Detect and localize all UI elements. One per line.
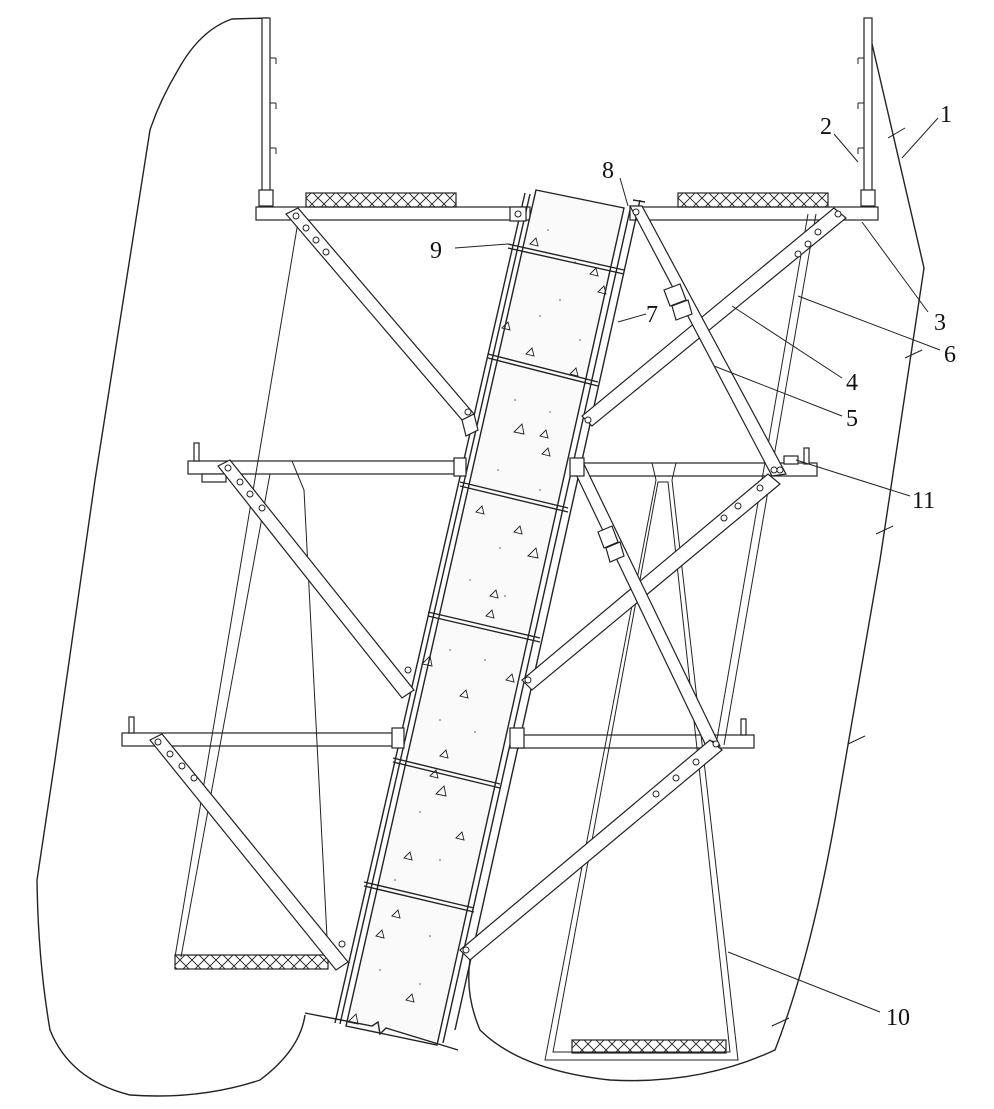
bottom-left-plank: [174, 954, 329, 970]
label-2: 2: [820, 114, 832, 140]
label-11: 11: [912, 488, 935, 514]
label-5: 5: [846, 406, 858, 432]
middle-left-bracket: [201, 473, 227, 483]
aggregate-marks: [347, 237, 607, 1025]
right-guardrail-post: [857, 17, 876, 209]
break-line: [304, 1012, 459, 1051]
top-left-plank: [305, 192, 457, 208]
brace-lower-right: [459, 739, 723, 961]
column-bolt-pads: [391, 206, 585, 749]
inclined-concrete-column: [304, 189, 646, 1051]
label-10: 10: [886, 1005, 910, 1031]
brace-middle-cross: [571, 459, 721, 751]
right-rock-outline: [468, 17, 925, 1082]
brace-5: [629, 205, 787, 477]
brace-top-right: [581, 207, 847, 427]
label-1: 1: [940, 102, 952, 128]
label-4: 4: [846, 370, 858, 396]
brace-middle-right: [521, 466, 781, 691]
middle-right-block: [783, 455, 799, 465]
leader-lines: [454, 117, 941, 1013]
brace-middle-left: [217, 459, 415, 699]
left-guardrail-post: [258, 17, 277, 209]
top-right-plank: [677, 192, 829, 208]
rock-line-ticks: [771, 127, 923, 1027]
label-7: 7: [646, 302, 658, 328]
brace-top-left: [285, 207, 479, 437]
lower-right-stub: [740, 718, 747, 736]
label-3: 3: [934, 310, 946, 336]
bottom-right-plank: [571, 1039, 727, 1054]
label-9: 9: [430, 238, 442, 264]
middle-left-stub: [193, 442, 200, 462]
sand-dots: [379, 229, 581, 985]
brace-lower-left: [149, 733, 349, 971]
label-6: 6: [944, 342, 956, 368]
left-hanging-frame: [174, 221, 329, 970]
middle-right-stub: [803, 447, 810, 465]
tie-rods: [363, 243, 625, 913]
label-8: 8: [602, 158, 614, 184]
left-rock-outline: [36, 17, 306, 1097]
lower-left-stub: [128, 716, 135, 734]
